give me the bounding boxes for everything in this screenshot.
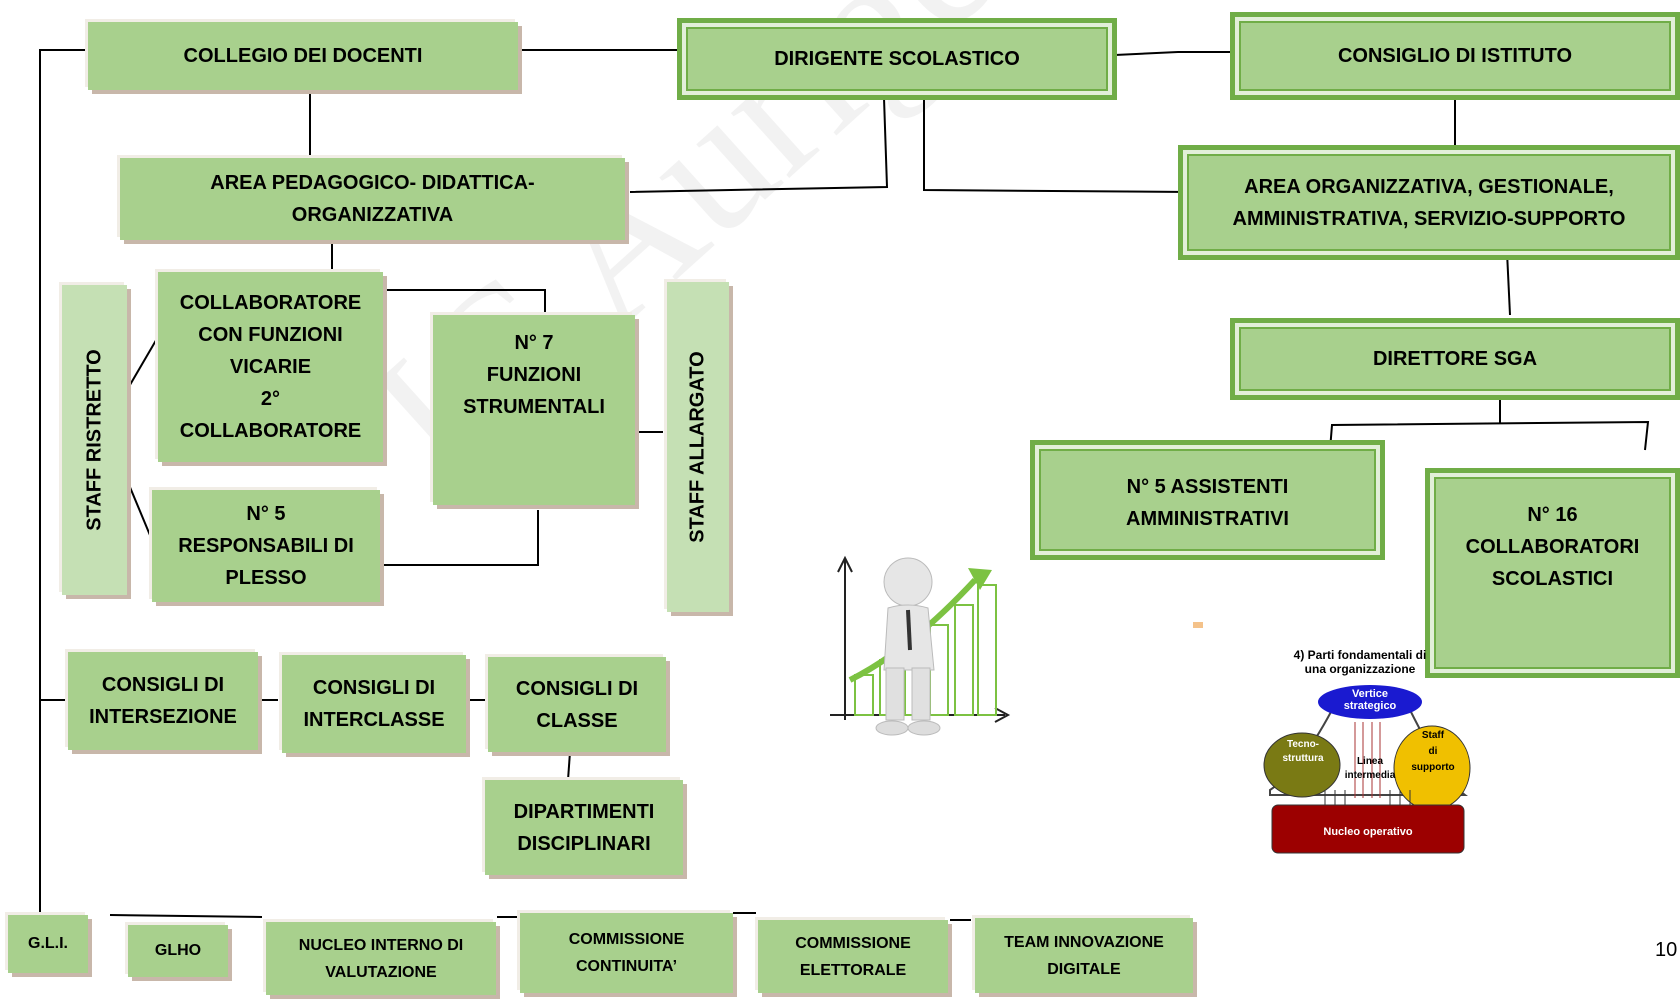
glho-label: GLHO [154, 942, 202, 959]
assistenti-box: N° 5 ASSISTENTI AMMINISTRATIVI [1030, 440, 1385, 560]
org-structure-figure [1263, 685, 1471, 854]
consigli-interclasse-box: CONSIGLI DI INTERCLASSE [282, 655, 466, 753]
consigli-intersezione-label: CONSIGLI DI INTERSEZIONE [89, 674, 237, 728]
page-number: 10 [1655, 939, 1678, 961]
consiglio-istituto-box: CONSIGLIO DI ISTITUTO [1230, 12, 1680, 100]
consigli-intersezione-box: CONSIGLI DI INTERSEZIONE [68, 652, 258, 750]
nucleo-valutazione-box: NUCLEO INTERNO DI VALUTAZIONE [266, 922, 496, 995]
collaboratore-box: COLLABORATORE CON FUNZIONI VICARIE 2° CO… [158, 272, 383, 462]
linea-intermedia-label: Linea intermedia [1344, 756, 1396, 781]
team-innovazione-box: TEAM INNOVAZIONE DIGITALE [975, 918, 1193, 993]
commissione-continuita-label: COMMISSIONE CONTINUITA’ [568, 931, 685, 975]
consigli-interclasse-label: CONSIGLI DI INTERCLASSE [303, 677, 445, 731]
collegio-docenti-label: COLLEGIO DEI DOCENTI [183, 45, 423, 67]
consigli-classe-box: CONSIGLI DI CLASSE [488, 657, 666, 752]
nucleo-operativo-label: Nucleo operativo [1323, 826, 1413, 838]
gli-box: G.L.I. [8, 915, 88, 973]
responsabili-plesso-label: N° 5 RESPONSABILI DI PLESSO [178, 503, 354, 589]
funzioni-strumentali-label: N° 7 FUNZIONI STRUMENTALI [463, 332, 605, 418]
assistenti-label: N° 5 ASSISTENTI AMMINISTRATIVI [1126, 476, 1289, 530]
direttore-sga-box: DIRETTORE SGA [1230, 318, 1680, 400]
dipartimenti-box: DIPARTIMENTI DISCIPLINARI [485, 780, 683, 875]
staff-allargato-box: STAFF ALLARGATO [667, 282, 729, 612]
collaboratori-scolastici-box: N° 16 COLLABORATORI SCOLASTICI [1425, 468, 1680, 678]
glho-box: GLHO [128, 925, 228, 977]
vertice-label: Vertice strategico [1343, 688, 1397, 712]
direttore-sga-label: DIRETTORE SGA [1372, 348, 1538, 370]
collegio-docenti-box: COLLEGIO DEI DOCENTI [88, 22, 518, 90]
commissione-elettorale-box: COMMISSIONE ELETTORALE [758, 920, 948, 993]
area-organizzativa-label: AREA ORGANIZZATIVA, GESTIONALE, AMMINIST… [1232, 175, 1626, 230]
dirigente-box: DIRIGENTE SCOLASTICO [677, 18, 1117, 100]
dirigente-label: DIRIGENTE SCOLASTICO [774, 48, 1020, 70]
funzioni-strumentali-box: N° 7 FUNZIONI STRUMENTALI [433, 315, 635, 505]
gli-label: G.L.I. [28, 935, 68, 952]
tecnostruttura-label: Tecno- struttura [1282, 739, 1324, 764]
staff-ristretto-box: STAFF RISTRETTO [62, 285, 127, 595]
org-figure-heading: 4) Parti fondamentali di una organizzazi… [1293, 648, 1427, 676]
consiglio-istituto-label: CONSIGLIO DI ISTITUTO [1337, 45, 1573, 67]
nucleo-valutazione-label: NUCLEO INTERNO DI VALUTAZIONE [298, 936, 464, 981]
growth-figure-illustration [830, 555, 1011, 736]
small-marker [1193, 622, 1203, 628]
commissione-continuita-box: COMMISSIONE CONTINUITA’ [520, 913, 733, 993]
responsabili-plesso-box: N° 5 RESPONSABILI DI PLESSO [152, 490, 380, 602]
area-pedagogica-label: AREA PEDAGOGICO- DIDATTICA- ORGANIZZATIV… [210, 172, 535, 226]
staff-allargato-label: STAFF ALLARGATO [686, 351, 709, 543]
staff-ristretto-label: STAFF RISTRETTO [83, 349, 105, 531]
collaboratore-label: COLLABORATORE CON FUNZIONI VICARIE 2° CO… [179, 292, 362, 442]
area-pedagogica-box: AREA PEDAGOGICO- DIDATTICA- ORGANIZZATIV… [120, 158, 625, 240]
team-innovazione-label: TEAM INNOVAZIONE DIGITALE [1004, 933, 1164, 978]
collaboratori-scolastici-label: N° 16 COLLABORATORI SCOLASTICI [1465, 504, 1640, 590]
commissione-elettorale-label: COMMISSIONE ELETTORALE [795, 934, 911, 979]
staff-supporto-label: Staff di supporto [1411, 730, 1455, 773]
dipartimenti-label: DIPARTIMENTI DISCIPLINARI [513, 800, 655, 855]
area-organizzativa-box: AREA ORGANIZZATIVA, GESTIONALE, AMMINIST… [1178, 145, 1680, 260]
consigli-classe-label: CONSIGLI DI CLASSE [515, 677, 639, 732]
